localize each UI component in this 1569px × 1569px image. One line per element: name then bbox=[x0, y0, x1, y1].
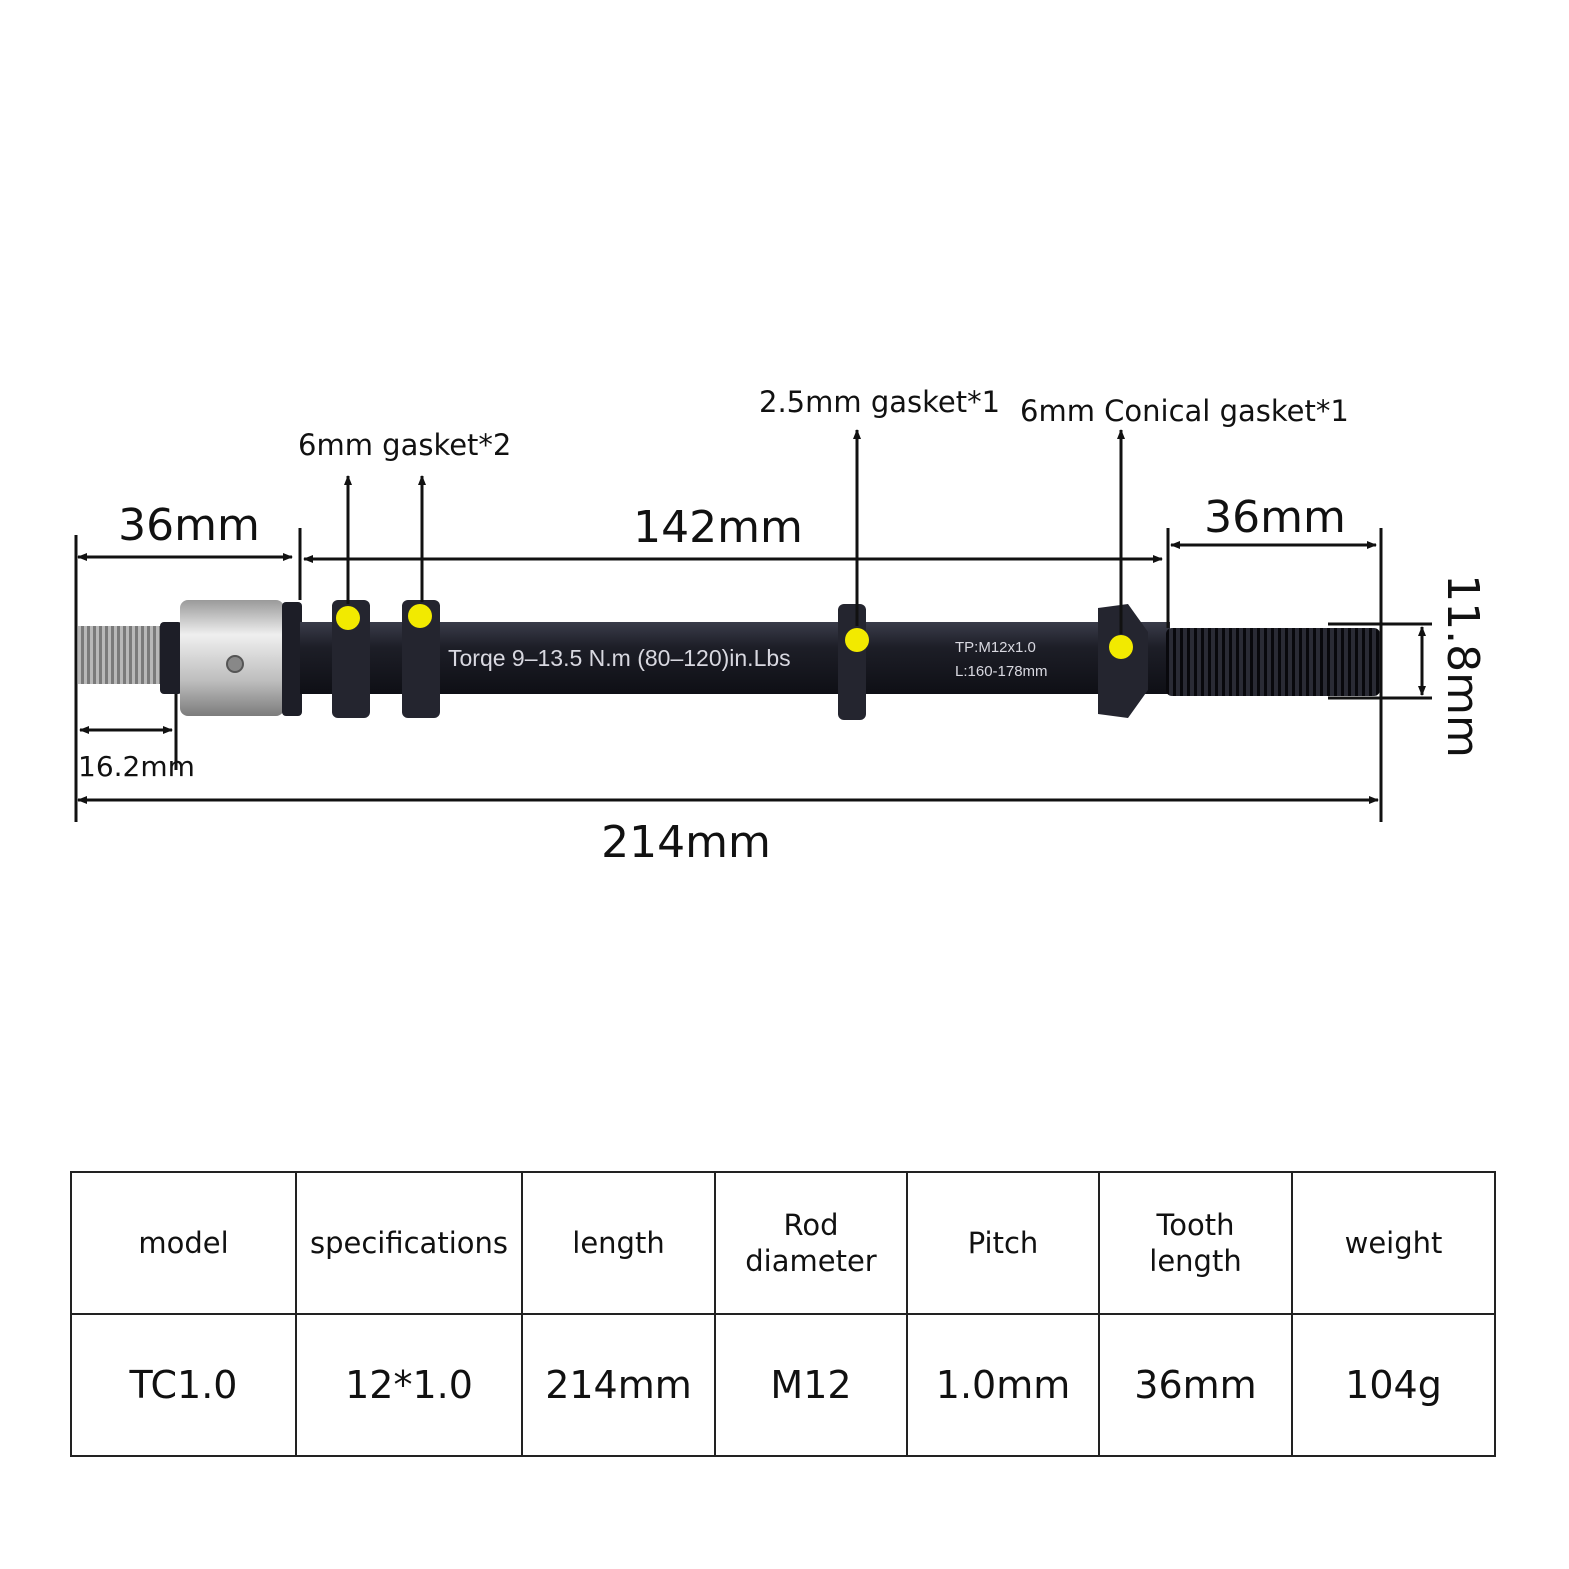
spec-table: model specifications length Rod diameter… bbox=[70, 1171, 1496, 1457]
header-specifications: specifications bbox=[295, 1171, 523, 1315]
torque-engraving: Torqe 9–13.5 N.m (80–120)in.Lbs bbox=[448, 645, 791, 671]
cell-model: TC1.0 bbox=[70, 1313, 297, 1457]
sleeve-screw bbox=[226, 655, 244, 673]
sleeve-end-cap bbox=[282, 602, 302, 716]
header-pitch: Pitch bbox=[906, 1171, 1100, 1315]
tp-engraving: TP:M12x1.0 bbox=[955, 639, 1036, 656]
callout-conical-gasket: 6mm Conical gasket*1 bbox=[1020, 394, 1349, 428]
gasket-1 bbox=[332, 600, 370, 718]
header-tooth-length: Tooth length bbox=[1098, 1171, 1293, 1315]
left-collar bbox=[160, 622, 182, 694]
left-thread bbox=[78, 626, 162, 684]
axle-dimension-diagram: Torqe 9–13.5 N.m (80–120)in.Lbs TP:M12x1… bbox=[74, 385, 1488, 868]
cell-pitch: 1.0mm bbox=[906, 1313, 1100, 1457]
conical-gasket bbox=[1098, 604, 1148, 718]
dim-label-11-8: 11.8mm bbox=[1437, 574, 1488, 758]
marker-dot bbox=[845, 628, 869, 652]
dimension-lines bbox=[74, 429, 1432, 822]
marker-dot bbox=[1109, 635, 1133, 659]
length-range-engraving: L:160-178mm bbox=[955, 663, 1048, 680]
marker-dot bbox=[336, 606, 360, 630]
table-row: TC1.0 12*1.0 214mm M12 1.0mm 36mm 104g bbox=[70, 1313, 1496, 1457]
header-length: length bbox=[521, 1171, 716, 1315]
callout-6mm-gasket: 6mm gasket*2 bbox=[298, 428, 511, 462]
header-weight: weight bbox=[1291, 1171, 1496, 1315]
callout-2-5mm-gasket: 2.5mm gasket*1 bbox=[759, 385, 1000, 419]
axle-illustration: Torqe 9–13.5 N.m (80–120)in.Lbs TP:M12x1… bbox=[78, 600, 1380, 720]
cell-specifications: 12*1.0 bbox=[295, 1313, 523, 1457]
cell-rod-diameter: M12 bbox=[714, 1313, 908, 1457]
dim-label-16-2: 16.2mm bbox=[78, 750, 195, 783]
gasket-2 bbox=[402, 600, 440, 718]
gasket-thin bbox=[838, 604, 866, 720]
dim-label-right-36: 36mm bbox=[1204, 492, 1346, 543]
cell-weight: 104g bbox=[1291, 1313, 1496, 1457]
header-rod-diameter: Rod diameter bbox=[714, 1171, 908, 1315]
table-header-row: model specifications length Rod diameter… bbox=[70, 1171, 1496, 1315]
dim-label-214: 214mm bbox=[601, 817, 771, 868]
dim-label-142: 142mm bbox=[633, 502, 803, 553]
axle-rod bbox=[300, 622, 1170, 694]
header-model: model bbox=[70, 1171, 297, 1315]
cell-length: 214mm bbox=[521, 1313, 716, 1457]
cell-tooth-length: 36mm bbox=[1098, 1313, 1293, 1457]
right-thread bbox=[1166, 628, 1380, 696]
marker-dot bbox=[408, 604, 432, 628]
dim-label-left-36: 36mm bbox=[118, 500, 260, 551]
